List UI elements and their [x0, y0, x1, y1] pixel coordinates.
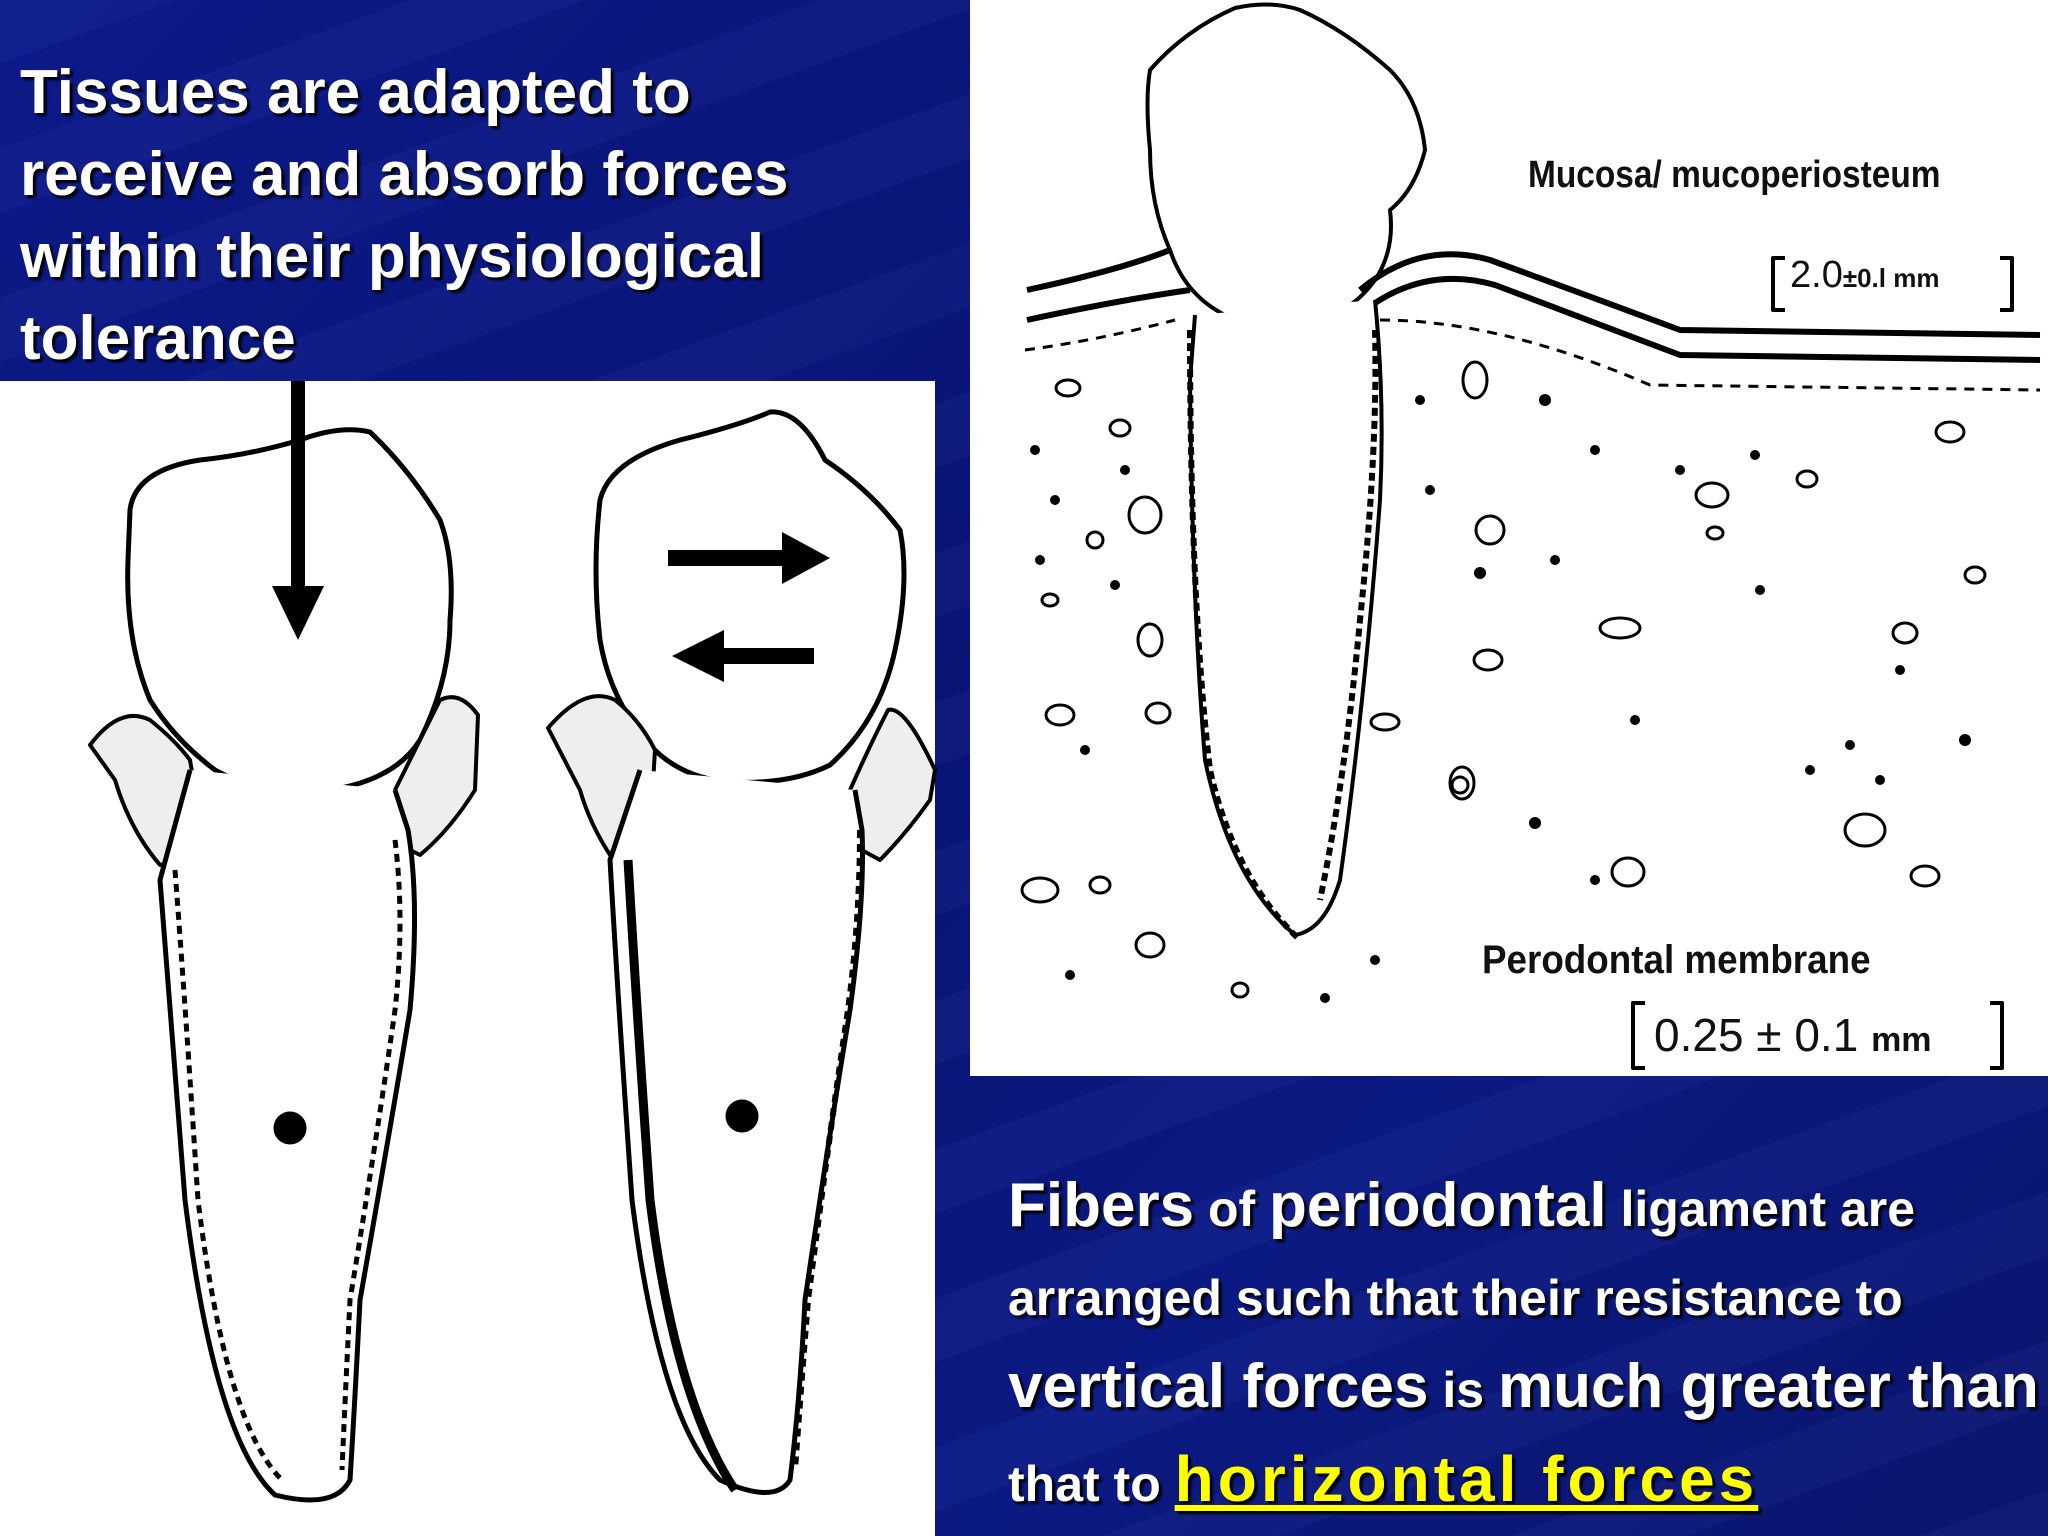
body-vertical-forces: vertical forces: [1008, 1352, 1429, 1421]
body-of: of: [1194, 1181, 1270, 1237]
mucosa-thickness-tail: ±0.l mm: [1842, 263, 1940, 293]
arrow-left-icon: [672, 630, 814, 682]
body-horizontal-forces: horizontal forces: [1174, 1443, 1759, 1515]
mucosa-label: Mucosa/ mucoperiosteum: [1528, 154, 1941, 196]
body-that-to: that to: [1008, 1456, 1175, 1512]
arrow-right-icon: [668, 532, 830, 584]
body-much-greater: much greater than: [1497, 1352, 2039, 1421]
mucosa-thickness: 2.0±0.l mm: [1790, 254, 1940, 296]
tooth-horizontal-force: [546, 409, 937, 1495]
body-periodontal: periodontal: [1269, 1171, 1607, 1240]
periodontal-label: Perodontal membrane: [1482, 938, 1871, 982]
periodontal-unit: mm: [1871, 1021, 1932, 1059]
periodontal-thickness: 0.25 ± 0.1 mm: [1654, 1009, 1932, 1061]
slide-title: Tissues are adapted to receive and absor…: [20, 58, 789, 373]
arrow-down-icon: [272, 381, 324, 640]
body-text: Fibers of periodontal ligament are arran…: [1008, 1168, 2048, 1536]
body-ligament: ligament are arranged such that their re…: [1008, 1181, 1916, 1326]
tooth-cross-section: [1020, 2, 2041, 1070]
body-is: is: [1428, 1362, 1498, 1418]
body-fibers: Fibers: [1008, 1171, 1195, 1240]
